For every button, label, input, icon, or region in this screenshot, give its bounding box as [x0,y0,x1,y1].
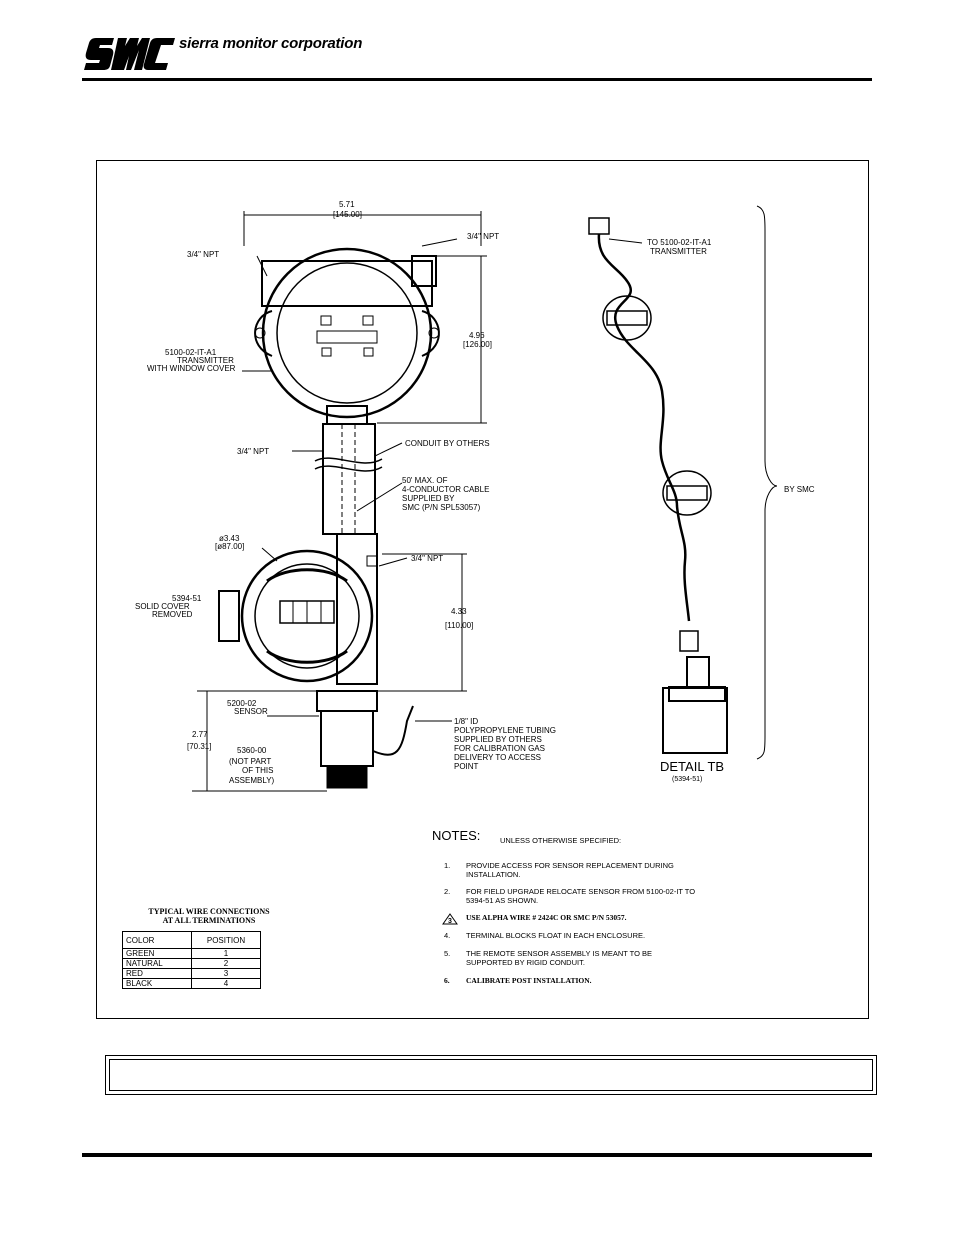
dim-diameter-mm: [ø87.00] [215,542,244,551]
svg-text:3: 3 [448,918,452,925]
label-conduit: CONDUIT BY OTHERS [405,439,490,448]
label-cal-cap-3: OF THIS [242,766,273,775]
label-npt-left-top: 3/4" NPT [187,250,219,259]
label-detail-sub: (5394-51) [672,776,702,783]
smc-logo [84,38,175,70]
label-tubing-1: 1/8" ID [454,717,478,726]
table-row: BLACK 4 [122,978,261,989]
dim-diameter: ø3.43 [219,534,240,543]
table-row: NATURAL 2 [122,958,261,969]
header-rule [82,78,872,81]
figure-caption-box [105,1055,877,1095]
dim-sensor-height-mm: [70.31] [187,742,211,751]
label-tubing-2: POLYPROPYLENE TUBING [454,726,556,735]
label-sensor-1: 5200-02 [227,699,257,708]
label-transmitter-3: WITH WINDOW COVER [147,364,236,373]
dim-top-width-mm: [145.00] [333,210,362,219]
column-header-position: POSITION [191,931,261,949]
notes-subtitle: UNLESS OTHERWISE SPECIFIED: [500,836,622,845]
label-cable-3: SUPPLIED BY [402,494,455,503]
wire-connections-table: COLOR POSITION GREEN 1 NATURAL 2 RED 3 B… [122,931,261,989]
table-row: GREEN 1 [122,948,261,959]
label-npt-conduit: 3/4" NPT [237,447,269,456]
label-transmitter-1: 5100-02-IT-A1 [165,348,217,357]
label-solid-cover-2: SOLID COVER [135,602,190,611]
dim-mid-height: 4.33 [451,607,467,616]
notes-title: NOTES: [432,828,481,843]
label-to-transmitter-2: TRANSMITTER [650,247,707,256]
label-transmitter-2: TRANSMITTER [177,356,234,365]
label-cal-cap-1: 5360-00 [237,746,267,755]
figure-caption-inner [109,1059,873,1091]
dim-mid-height-mm: [110.00] [445,621,473,630]
column-header-color: COLOR [122,931,192,949]
label-npt-junction: 3/4" NPT [411,554,443,563]
label-npt-right-top: 3/4" NPT [467,232,499,241]
label-solid-cover-3: REMOVED [152,610,193,619]
dim-top-width: 5.71 [339,200,355,209]
label-cal-cap-2: (NOT PART [229,757,271,766]
label-solid-cover-1: 5394-51 [172,594,202,603]
brand-name: sierra monitor corporation [179,35,363,52]
warning-triangle-icon: 3 [442,913,458,927]
footer-rule [82,1153,872,1157]
label-cable-1: 50' MAX. OF [402,476,448,485]
label-tubing-4: FOR CALIBRATION GAS [454,744,545,753]
dim-sensor-height: 2.77 [192,730,208,739]
dim-right-height-mm: [126.00] [463,340,492,349]
label-by-smc: BY SMC [784,485,815,494]
page-header: sierra monitor corporation [82,30,872,80]
installation-drawing: 5.71 [145.00] 3/4" NPT 3/4" NPT 4.96 [12… [135,200,815,792]
drawing-frame: 5.71 [145.00] 3/4" NPT 3/4" NPT 4.96 [12… [96,160,869,1019]
label-detail: DETAIL TB [660,759,724,774]
label-tubing-5: DELIVERY TO ACCESS [454,753,541,762]
label-tubing-6: POINT [454,762,479,771]
label-to-transmitter-1: TO 5100-02-IT-A1 [647,238,712,247]
wire-table-title: TYPICAL WIRE CONNECTIONS AT ALL TERMINAT… [148,907,270,925]
table-row: RED 3 [122,968,261,979]
label-tubing-3: SUPPLIED BY OTHERS [454,735,542,744]
dim-right-height: 4.96 [469,331,485,340]
label-cable-4: SMC (P/N SPL53057) [402,503,481,512]
label-cal-cap-4: ASSEMBLY) [229,776,275,785]
label-cable-2: 4-CONDUCTOR CABLE [402,485,489,494]
label-sensor-2: SENSOR [234,707,268,716]
